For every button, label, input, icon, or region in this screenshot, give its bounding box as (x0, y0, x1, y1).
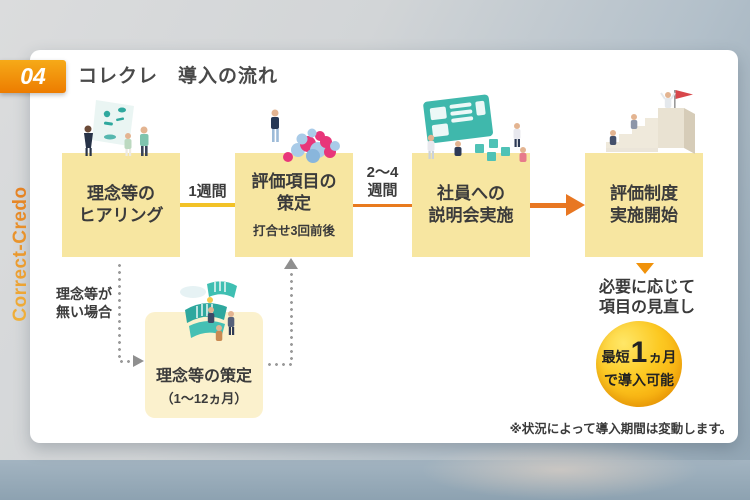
gray-arrow-right-icon (133, 355, 144, 367)
step-box-briefing: 社員への 説明会実施 (412, 153, 530, 257)
step-box-criteria: 評価項目の 策定 打合せ3回前後 (235, 153, 353, 257)
evaluation-papers-illustration (271, 109, 340, 163)
step-label: 評価項目の (251, 171, 337, 191)
step-label: ヒアリング (78, 206, 164, 225)
connector-line-yellow (180, 203, 235, 207)
connector-arrow-body (530, 203, 567, 208)
dotted-line-up (290, 271, 293, 364)
step-label: 理念等の (87, 183, 155, 203)
step-sublabel: 打合せ3回前後 (253, 224, 335, 239)
orange-arrow-down-icon (636, 263, 654, 274)
connector-line-orange (353, 204, 412, 207)
section-number-badge: 04 (0, 60, 66, 93)
stairs-goal-illustration (606, 90, 695, 154)
briefing-session-illustration (423, 94, 527, 162)
review-note: 必要に応じて 項目の見直し (598, 279, 695, 316)
section-number: 04 (20, 63, 46, 89)
step-label: 説明会実施 (428, 206, 514, 225)
side-brand-label: Correct-Credo (10, 159, 38, 349)
footnote: ※状況によって導入期間は変動します。 (509, 422, 732, 436)
connector-duration-label: 1週間 (188, 183, 227, 200)
step-box-hearing: 理念等の ヒアリング (62, 153, 180, 257)
branch-box-title: 理念等の策定 (155, 368, 252, 385)
minimum-period-line2: で導入可能 (604, 372, 674, 388)
step-box-start: 評価制度 実施開始 (585, 153, 703, 257)
dotted-line-right-2 (266, 363, 292, 366)
branch-box-period: （1〜12ヵ月） (160, 391, 248, 406)
connector-arrow-head-icon (566, 194, 585, 216)
credo-drafting-illustration (180, 281, 237, 341)
dotted-line-down (118, 262, 121, 361)
connector-duration-label: 2〜4 週間 (366, 164, 399, 199)
page-title: コレクレ 導入の流れ (78, 66, 279, 87)
gray-arrow-up-icon (284, 258, 298, 269)
branch-condition-label: 理念等が 無い場合 (56, 286, 112, 320)
background-bottom-band (0, 460, 750, 500)
dotted-line-right (118, 360, 134, 363)
step-label: 社員への (437, 183, 505, 203)
background-light-glow (420, 440, 700, 500)
step-label: 策定 (277, 194, 311, 213)
step-label: 評価制度 (610, 183, 678, 203)
step-label: 実施開始 (610, 206, 678, 225)
hearing-meeting-illustration (84, 100, 149, 156)
